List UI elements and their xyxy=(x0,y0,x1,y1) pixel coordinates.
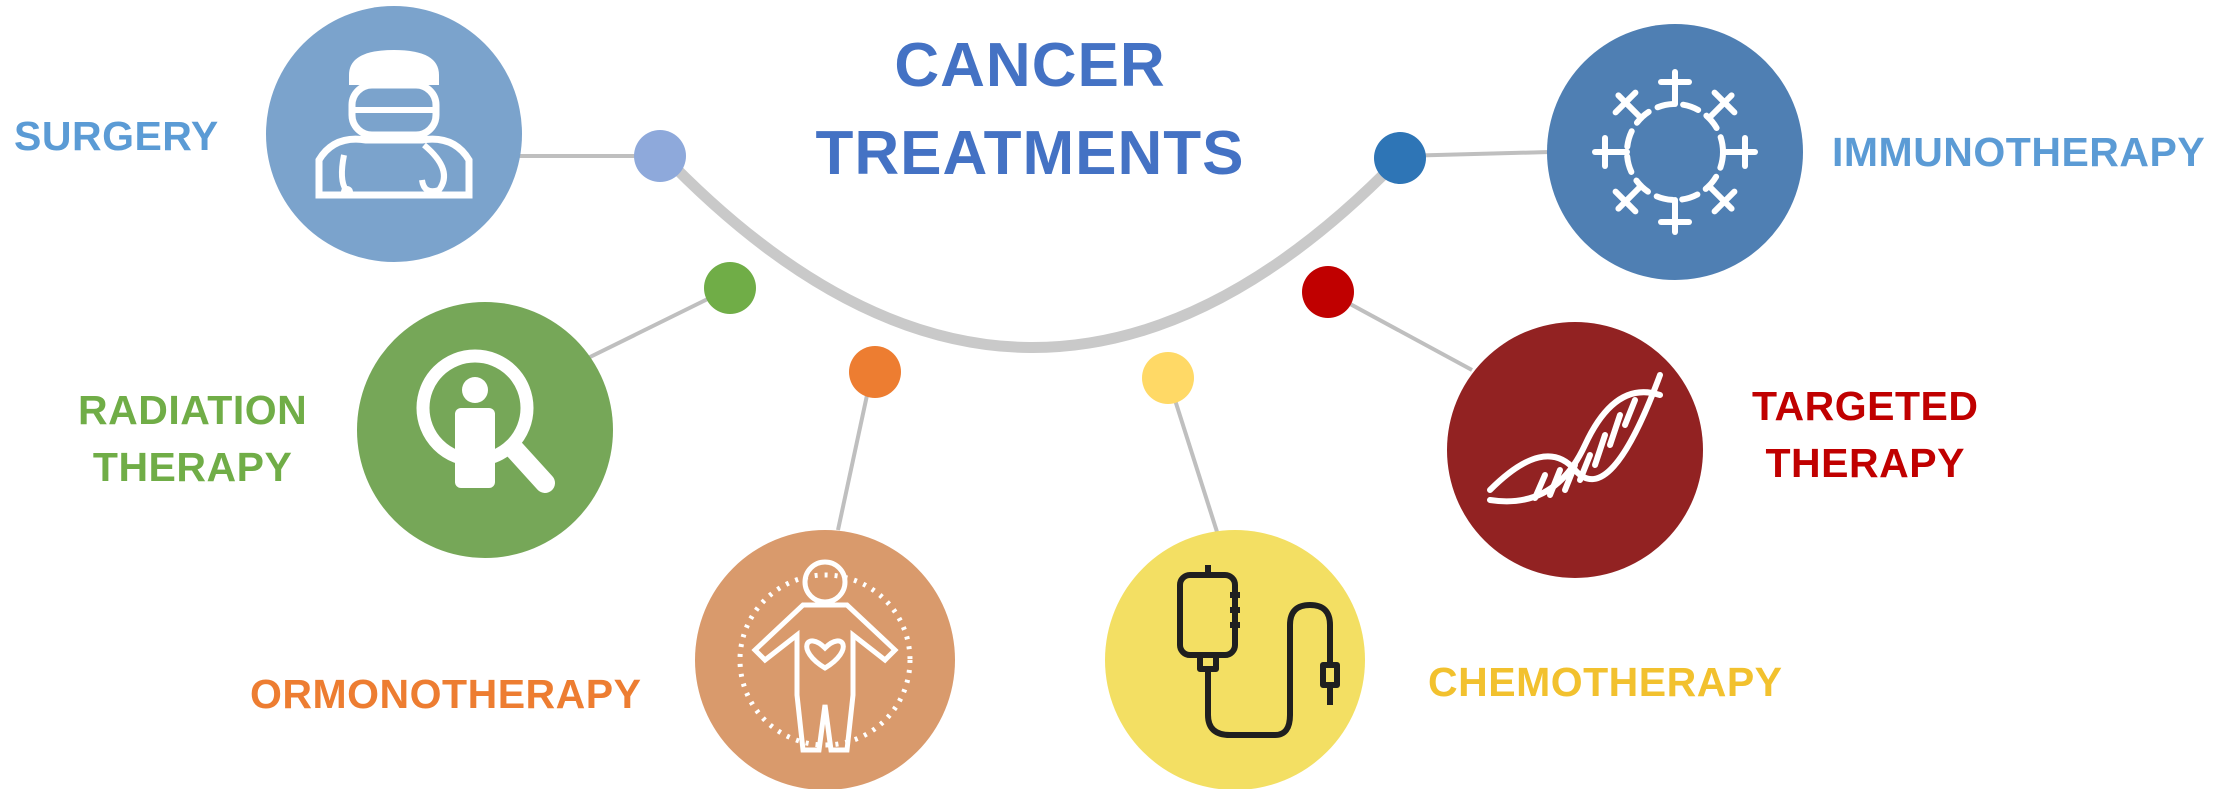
immune-spike-bar xyxy=(1612,188,1639,215)
label-line: ORMONOTHERAPY xyxy=(250,671,642,717)
connector-ormono xyxy=(836,371,874,531)
label-line: THERAPY xyxy=(1765,440,1965,486)
label-immuno: IMMUNOTHERAPY xyxy=(1832,124,2205,181)
label-ormono: ORMONOTHERAPY xyxy=(250,666,641,723)
label-line: RADIATION xyxy=(78,387,308,433)
node-surgery xyxy=(634,130,686,182)
connector-radiation xyxy=(587,286,731,360)
label-line: THERAPY xyxy=(92,444,293,490)
immune-spike xyxy=(1705,92,1735,122)
iv-drip-icon xyxy=(1177,565,1340,738)
node-ormono xyxy=(849,346,901,398)
immune-spike-bar xyxy=(1612,89,1639,116)
immune-spike xyxy=(1705,182,1735,212)
label-chemo: CHEMOTHERAPY xyxy=(1428,654,1783,711)
node-chemo xyxy=(1142,352,1194,404)
treatment-arc xyxy=(654,146,1406,353)
title-line-2: TREATMENTS xyxy=(815,119,1245,188)
node-targeted xyxy=(1302,266,1354,318)
label-line: IMMUNOTHERAPY xyxy=(1832,129,2206,175)
chemo-circle xyxy=(1105,530,1365,789)
node-radiation xyxy=(704,262,756,314)
immune-spike xyxy=(1615,92,1645,122)
page-title: CANCER TREATMENTS xyxy=(810,22,1250,198)
surgeon-icon xyxy=(315,50,473,199)
label-surgery: SURGERY xyxy=(14,108,219,165)
immune-cell-icon xyxy=(1592,69,1758,235)
node-immuno xyxy=(1374,132,1426,184)
connector-targeted xyxy=(1327,290,1473,372)
immune-spike-bar xyxy=(1711,188,1738,215)
dna-icon xyxy=(1487,372,1663,505)
body-scan-icon xyxy=(416,349,555,493)
immune-spike xyxy=(1615,182,1645,212)
label-targeted: TARGETED THERAPY xyxy=(1752,378,1978,492)
label-radiation: RADIATION THERAPY xyxy=(78,382,307,496)
body-heart-icon xyxy=(737,559,913,753)
label-line: CHEMOTHERAPY xyxy=(1428,659,1783,705)
immuno-circle xyxy=(1547,24,1803,280)
targeted-circle xyxy=(1447,322,1703,578)
immune-spike-bar xyxy=(1711,89,1738,116)
ormono-circle xyxy=(695,530,955,789)
connector-chemo xyxy=(1166,377,1220,536)
label-line: TARGETED xyxy=(1752,383,1979,429)
title-line-1: CANCER xyxy=(894,31,1166,100)
label-line: SURGERY xyxy=(14,113,219,159)
